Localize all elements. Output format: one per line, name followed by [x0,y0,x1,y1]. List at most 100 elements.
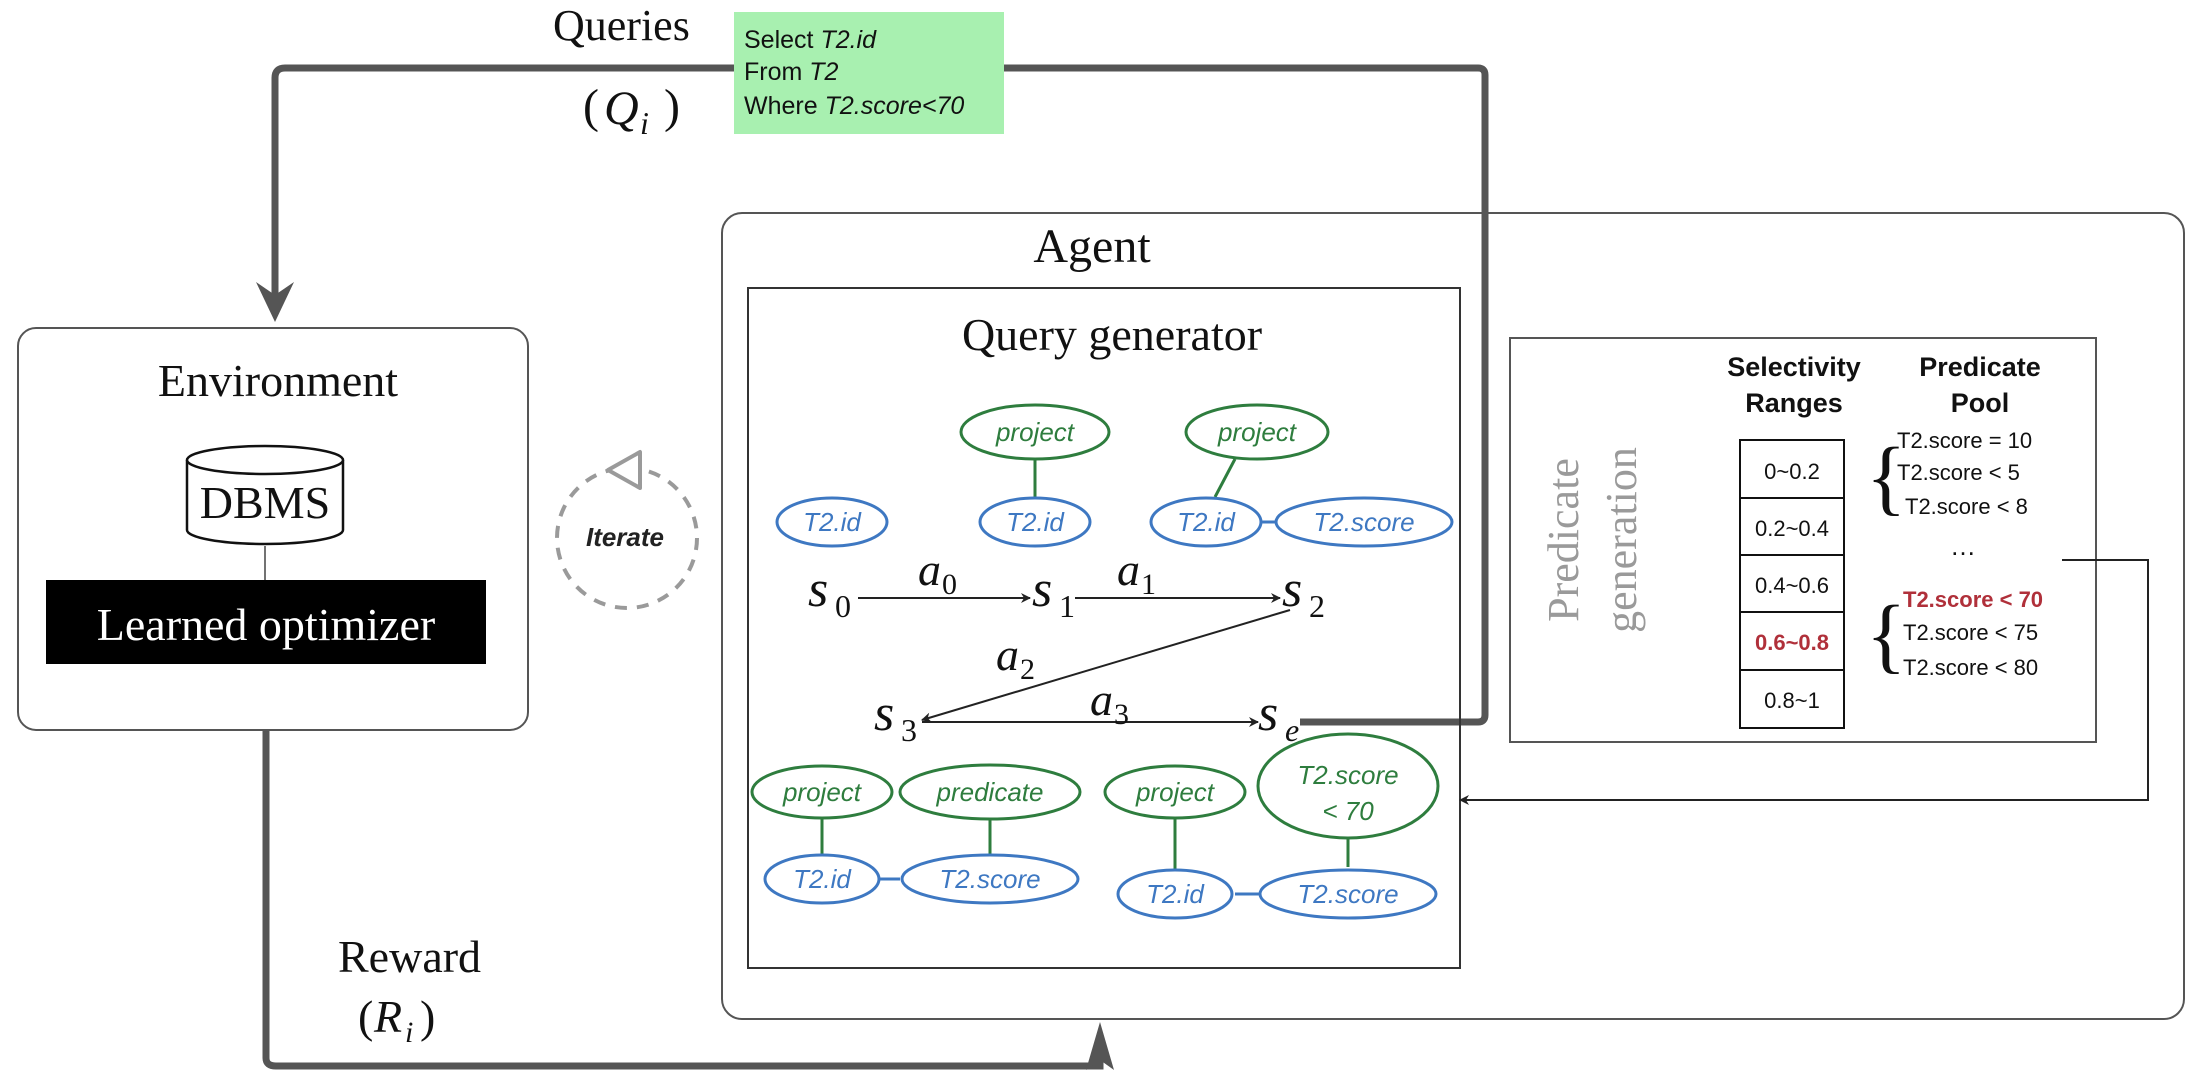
reward-sub: i [405,1016,413,1049]
svg-text:s: s [874,685,894,742]
state-s3: s 3 [874,685,917,748]
reward-var: R [373,991,402,1042]
node-s1-t2id [978,496,1092,548]
query-generator-title: Query generator [962,309,1262,360]
state-se: s e [1258,685,1299,748]
state-transition-edges [858,593,1291,727]
agent-title: Agent [1033,220,1151,273]
svg-text:(: ( [583,80,599,133]
node-se-project-label: project [1135,777,1216,807]
pool-ellipsis: … [1950,531,1976,561]
pool-item-1: T2.score = 10 [1897,428,2032,453]
svg-text:e: e [1285,712,1299,748]
pool-item-highlight: T2.score < 70 [1903,587,2043,612]
queries-label: Queries [553,1,690,50]
reward-flow-arrow [262,730,1104,1070]
node-s3-t2score-label: T2.score [939,864,1040,894]
node-s2-project-label: project [1217,417,1298,447]
svg-text:3: 3 [901,712,917,748]
environment-title: Environment [158,355,398,406]
range-row-1: 0.2~0.4 [1755,516,1829,541]
state-s1: s 1 [1032,561,1075,624]
node-s2-t2id [1149,496,1263,548]
node-s3-predicate [898,763,1082,821]
node-se-t2id [1116,868,1234,920]
node-se-t2score-label: T2.score [1297,879,1398,909]
queries-arrowhead-icon [256,282,294,322]
svg-text:s: s [808,561,828,618]
learned-optimizer-box [46,580,486,664]
svg-text:): ) [664,80,680,133]
queries-variable: ( Q i ) [583,80,680,141]
pool-item-6: T2.score < 80 [1903,655,2038,680]
node-s1-project [959,403,1111,461]
svg-text:): ) [420,991,435,1042]
graph-edges [820,458,1350,869]
svg-text:1: 1 [1141,568,1156,601]
predicate-generation-label-1: Predicate [1539,458,1588,622]
range-row-0: 0~0.2 [1764,459,1820,484]
pool-brace-1: { [1866,431,1906,524]
svg-text:a: a [1117,544,1140,595]
queries-flow-arrow [271,64,1489,726]
node-se-t2score [1258,868,1438,920]
action-a2: a 2 [996,629,1035,686]
svg-text:3: 3 [1114,698,1129,731]
reward-label: Reward [338,931,481,982]
selectivity-table [1739,439,1845,729]
node-s2-t2score-label: T2.score [1313,507,1414,537]
sql-where-line: Where T2.score<70 [744,92,964,120]
svg-text:0: 0 [835,588,851,624]
predicate-feedback-line [1459,559,2149,805]
svg-text:2: 2 [1020,653,1035,686]
state-s2: s 2 [1282,561,1325,624]
sql-select-line: Select T2.id [744,26,877,54]
svg-text:(: ( [358,991,373,1042]
node-s2-project [1184,403,1330,461]
predicate-pool-header-1: Predicate [1919,352,2041,382]
node-s2-t2score [1274,496,1454,548]
svg-text:a: a [1090,674,1113,725]
iterate-loop [555,466,699,610]
node-se-predicate-line1: T2.score [1297,760,1398,790]
node-s3-predicate-label: predicate [936,777,1044,807]
svg-text:1: 1 [1059,588,1075,624]
node-s3-t2id [763,853,881,905]
node-se-project [1103,764,1247,820]
range-row-3-highlight: 0.6~0.8 [1755,630,1829,655]
learned-optimizer-label: Learned optimizer [97,599,435,650]
action-a1: a 1 [1117,544,1156,601]
node-s3-t2score [900,853,1080,905]
node-s3-project [750,764,894,820]
pool-item-5: T2.score < 75 [1903,620,2038,645]
svg-text:0: 0 [942,568,957,601]
pool-brace-2: { [1866,589,1906,682]
range-row-4: 0.8~1 [1764,688,1820,713]
svg-text:s: s [1032,561,1052,618]
predicate-pool-header-2: Pool [1951,388,2010,418]
svg-text:a: a [918,544,941,595]
svg-text:s: s [1258,685,1278,742]
agent-box [721,212,2185,1020]
node-s2-t2id-label: T2.id [1177,507,1236,537]
node-s1-project-label: project [995,417,1076,447]
action-a0: a 0 [918,544,957,601]
node-s1-t2id-label: T2.id [1006,507,1065,537]
node-se-predicate [1256,732,1440,840]
pool-item-3: T2.score < 8 [1905,494,2028,519]
pool-item-2: T2.score < 5 [1897,460,2020,485]
sql-from-line: From T2 [744,58,839,86]
selectivity-ranges-header-2: Ranges [1745,388,1843,418]
svg-text:2: 2 [1309,588,1325,624]
range-row-2: 0.4~0.6 [1755,573,1829,598]
dbms-label: DBMS [200,477,330,528]
action-a3: a 3 [1090,674,1129,731]
node-s3-project-label: project [782,777,863,807]
database-icon [185,444,345,546]
reward-arrowhead-icon [1086,1022,1114,1070]
node-se-t2id-label: T2.id [1146,879,1205,909]
predicate-generation-label-2: generation [1597,447,1646,633]
iterate-arrowhead-icon [606,450,642,490]
node-s3-t2id-label: T2.id [793,864,852,894]
